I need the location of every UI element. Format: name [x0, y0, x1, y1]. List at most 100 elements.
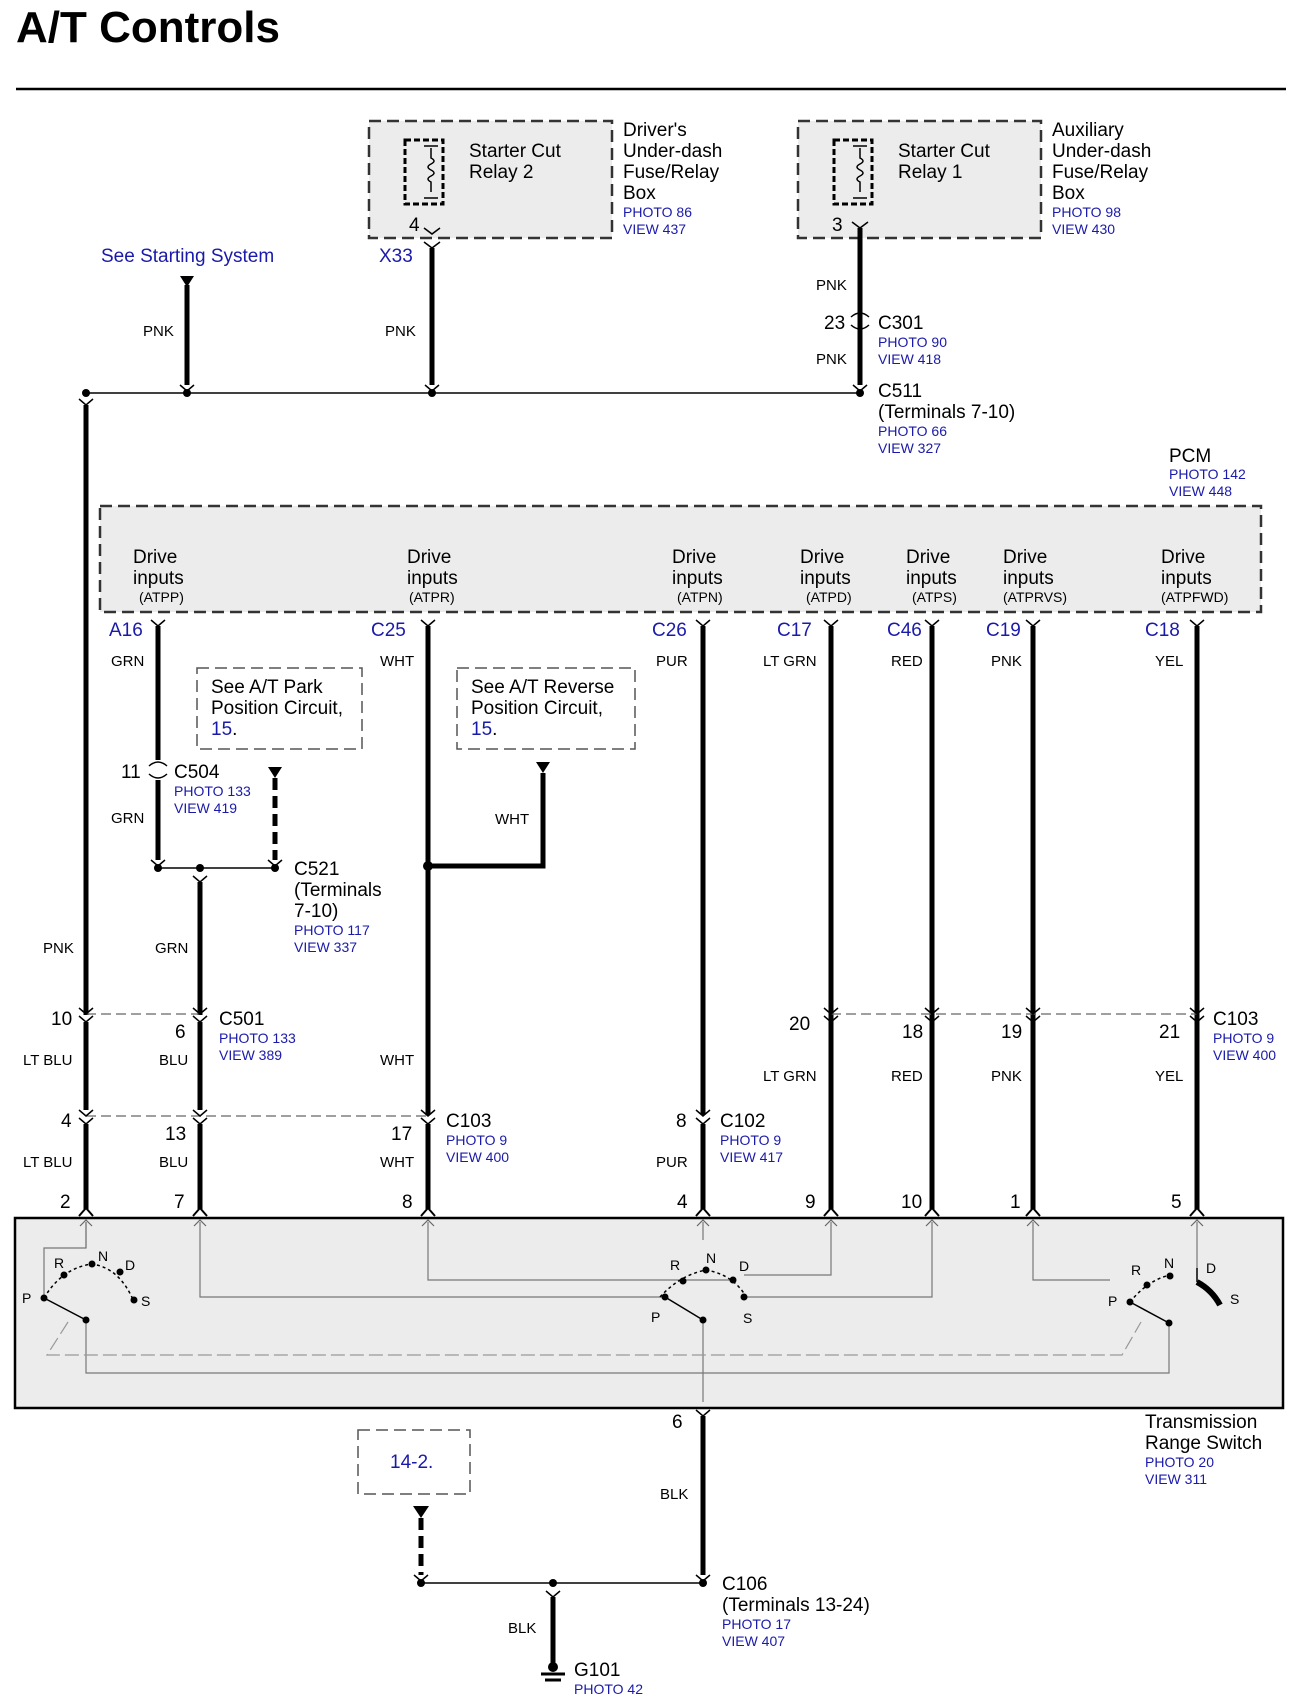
c521-l3: 7-10): [294, 901, 338, 922]
relay2-name-2: Relay 2: [469, 162, 533, 183]
svg-text:(ATPR): (ATPR): [409, 589, 455, 605]
pcm-box: [98, 504, 1263, 614]
c504-pin: 11: [121, 762, 141, 783]
svg-text:inputs: inputs: [1161, 568, 1212, 589]
c501-pin-10: 10: [51, 1009, 72, 1030]
ref-14-2-link[interactable]: 14-2.: [390, 1452, 433, 1473]
wire-label-pnk-2: PNK: [385, 323, 416, 340]
svg-text:P: P: [22, 1290, 31, 1306]
c102-pin: 8: [676, 1111, 687, 1132]
wire-label-blk-2: BLK: [508, 1620, 536, 1637]
switch-pin-8: 8: [402, 1192, 413, 1213]
c501-photo: PHOTO 133: [219, 1030, 296, 1046]
relay-box-2: Starter Cut Relay 2 4: [367, 119, 614, 240]
reverse-note-box: [456, 667, 636, 750]
c521-photo: PHOTO 117: [294, 922, 370, 938]
svg-text:D: D: [125, 1257, 135, 1273]
svg-text:N: N: [706, 1250, 716, 1266]
c301-view: VIEW 418: [878, 351, 941, 367]
svg-text:R: R: [1131, 1262, 1141, 1278]
switch-pin-5: 5: [1171, 1192, 1182, 1213]
range-switch-right: P R N D S: [1108, 1255, 1239, 1327]
svg-text:Drive: Drive: [1161, 547, 1205, 568]
wire-label-grn-2: GRN: [111, 810, 144, 827]
c301-name: C301: [878, 313, 923, 334]
reverse-note-ref[interactable]: 15.: [471, 719, 497, 740]
relay2-box-4: Box: [623, 183, 656, 204]
c103-low-pin-17: 17: [391, 1124, 412, 1145]
c103-low-pin-13: 13: [165, 1124, 186, 1145]
range-switch-box: [13, 1216, 1285, 1410]
c504-photo: PHOTO 133: [174, 783, 251, 799]
wire-label-blk-1: BLK: [660, 1486, 688, 1503]
pcm-input-atps: Drive inputs (ATPS): [906, 547, 957, 605]
arrow-reverse-circuit: [536, 762, 550, 773]
pcm-view: VIEW 448: [1169, 483, 1232, 499]
switch-pin-10: 10: [901, 1192, 922, 1213]
svg-text:(ATPFWD): (ATPFWD): [1161, 589, 1228, 605]
c511-sub: (Terminals 7-10): [878, 402, 1015, 423]
c301-pin: 23: [824, 313, 845, 334]
relay2-pin: 4: [409, 215, 420, 236]
wire-label-wht-2: WHT: [495, 811, 529, 828]
c102-photo: PHOTO 9: [720, 1132, 781, 1148]
switch-photo: PHOTO 20: [1145, 1454, 1214, 1470]
pcm-input-atpp: Drive inputs (ATPP): [133, 547, 184, 605]
relay1-name-2: Relay 1: [898, 162, 962, 183]
range-switch-internal-wiring: [43, 1222, 1198, 1402]
wire-label-pnk-1: PNK: [143, 323, 174, 340]
svg-text:Drive: Drive: [133, 547, 177, 568]
svg-text:S: S: [743, 1310, 752, 1326]
c521-name: C521: [294, 859, 339, 880]
c504-name: C504: [174, 762, 220, 783]
c521-view: VIEW 337: [294, 939, 357, 955]
wire-label-pnk-7: PNK: [991, 1068, 1022, 1085]
c511-photo: PHOTO 66: [878, 423, 947, 439]
svg-text:D: D: [1206, 1260, 1216, 1276]
svg-text:inputs: inputs: [1003, 568, 1054, 589]
c103-low-pin-4: 4: [61, 1111, 72, 1132]
wire-label-pnk-5: PNK: [43, 940, 74, 957]
svg-text:Drive: Drive: [407, 547, 451, 568]
svg-text:(ATPN): (ATPN): [677, 589, 723, 605]
range-switch-middle: P R N D S: [651, 1250, 752, 1326]
pcm-input-atpfwd: Drive inputs (ATPFWD): [1161, 547, 1228, 605]
pcm-input-atpn: Drive inputs (ATPN): [672, 547, 723, 605]
pcm-pin-c18: C18: [1145, 620, 1180, 641]
c103-top-pin-18: 18: [902, 1022, 923, 1043]
wire-label-ltblu-2: LT BLU: [23, 1154, 72, 1171]
switch-gnd-pin: 6: [672, 1412, 683, 1433]
c511-view: VIEW 327: [878, 440, 941, 456]
svg-text:P: P: [651, 1309, 660, 1325]
pcm-pin-c26: C26: [652, 620, 687, 641]
relay1-box-1: Auxiliary: [1052, 120, 1124, 141]
c501-view: VIEW 389: [219, 1047, 282, 1063]
c103-top-view: VIEW 400: [1213, 1047, 1276, 1063]
svg-text:inputs: inputs: [800, 568, 851, 589]
c103-top-photo: PHOTO 9: [1213, 1030, 1274, 1046]
pcm-pin-c25: C25: [371, 620, 406, 641]
pcm-photo: PHOTO 142: [1169, 466, 1246, 482]
switch-name-2: Range Switch: [1145, 1433, 1262, 1454]
c103-low-photo: PHOTO 9: [446, 1132, 507, 1148]
switch-pin-4: 4: [677, 1192, 688, 1213]
see-starting-system-link[interactable]: See Starting System: [101, 246, 274, 267]
wire-label-wht-3: WHT: [380, 1052, 414, 1069]
svg-text:N: N: [98, 1248, 108, 1264]
pcm-pin-c19: C19: [986, 620, 1021, 641]
c501-pin-6: 6: [175, 1022, 186, 1043]
svg-text:(ATPP): (ATPP): [139, 589, 184, 605]
park-note-ref[interactable]: 15.: [211, 719, 237, 740]
arrow-park-circuit: [268, 767, 282, 778]
c102-name: C102: [720, 1111, 765, 1132]
wire-label-ltgrn-1: LT GRN: [763, 653, 817, 670]
c103-low-name: C103: [446, 1111, 491, 1132]
wire-label-pnk-3: PNK: [816, 277, 847, 294]
wire-label-blu-2: BLU: [159, 1154, 188, 1171]
pcm-name: PCM: [1169, 446, 1211, 467]
pcm-input-atprvs: Drive inputs (ATPRVS): [1003, 547, 1067, 605]
park-note-l2: Position Circuit,: [211, 698, 343, 719]
switch-name-1: Transmission: [1145, 1412, 1257, 1433]
c106-photo: PHOTO 17: [722, 1616, 791, 1632]
